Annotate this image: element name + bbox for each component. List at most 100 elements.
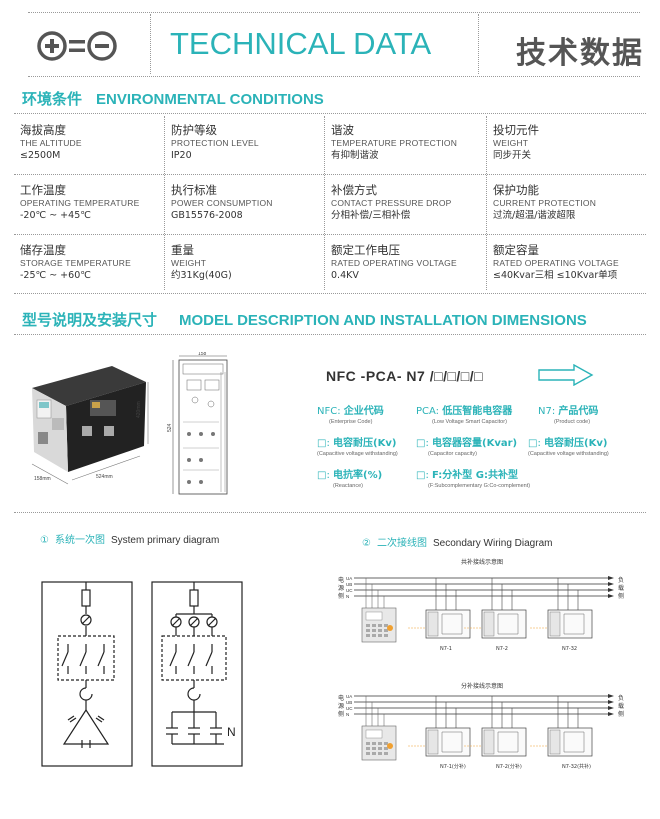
- top-controller-key: [378, 624, 382, 627]
- top-unit-panel: [483, 611, 495, 637]
- env-rule-4: [14, 293, 646, 294]
- bottom-phase-label: UC: [346, 706, 353, 711]
- top-controller-key: [366, 624, 370, 627]
- top-dotted-rule: [28, 12, 640, 13]
- page-title-cn: 技术数据: [516, 36, 644, 71]
- top-right-label: 侧: [618, 592, 624, 600]
- top-right-label: 载: [618, 584, 624, 592]
- bottom-unit-label: N7-2(分补): [496, 763, 522, 770]
- bottom-right-label: 负: [618, 694, 624, 702]
- header-divider-left: [150, 14, 151, 74]
- model-item-voltage-1: □: 电容耐压(Kv) (Capacitive voltage withstan…: [317, 438, 398, 457]
- env-col-rule-3: [486, 116, 487, 290]
- bottom-bus-arrow: [608, 712, 614, 716]
- top-unit-body: [497, 613, 519, 635]
- arrow-right-icon: [538, 364, 594, 386]
- dim-side-c: 158mm: [34, 476, 51, 482]
- bottom-controller-key: [384, 747, 388, 750]
- top-unit-body: [441, 613, 463, 635]
- bottom-unit-label: N7-32(共补): [562, 763, 591, 770]
- top-phase-label: UB: [346, 582, 352, 587]
- top-bus-arrow: [608, 594, 614, 598]
- model-item-n7: N7: 产品代码 (Product code): [538, 406, 599, 425]
- dim-front-h: 524: [167, 423, 173, 432]
- bottom-phase-label: UA: [346, 694, 352, 699]
- bottom-controller-key: [366, 742, 370, 745]
- bottom-bus-arrow: [608, 700, 614, 704]
- top-controller-key: [384, 624, 388, 627]
- env-rule-2: [14, 174, 646, 175]
- bottom-left-label: 电: [338, 694, 344, 702]
- top-controller-key: [366, 634, 370, 637]
- top-controller-key: [372, 624, 376, 627]
- top-unit-panel: [549, 611, 561, 637]
- top-unit-label: N7-1: [440, 646, 452, 652]
- neutral-label: N: [227, 725, 236, 739]
- top-unit-label: N7-32: [562, 646, 577, 652]
- bottom-bus-arrow: [608, 694, 614, 698]
- top-bus-arrow: [608, 582, 614, 586]
- header-divider-right: [478, 14, 479, 74]
- top-bus-arrow: [608, 576, 614, 580]
- front-dimension-drawing: 158 524: [167, 352, 228, 495]
- bottom-unit-panel: [549, 729, 561, 755]
- model-item-reactance: □: 电抗率(%) (Reactance): [317, 470, 383, 489]
- top-controller-key: [378, 634, 382, 637]
- diagram-rule: [14, 512, 646, 513]
- top-phase-label: UC: [346, 588, 353, 593]
- env-rule-3: [14, 234, 646, 235]
- top-controller-key: [384, 634, 388, 637]
- top-bus-arrow: [608, 588, 614, 592]
- bottom-controller-key: [378, 752, 382, 755]
- bottom-controller-key: [366, 747, 370, 750]
- model-item-voltage-2: □: 电容耐压(Kv) (Capacitive voltage withstan…: [528, 438, 609, 457]
- env-col-rule-1: [164, 116, 165, 290]
- bottom-unit-body: [497, 731, 519, 753]
- bottom-right-label: 载: [618, 702, 624, 710]
- model-rule: [14, 334, 646, 335]
- top-phase-label: N: [346, 594, 349, 599]
- bottom-unit-label: N7-1(分补): [440, 763, 466, 770]
- bottom-controller-key: [372, 752, 376, 755]
- bottom-unit-panel: [483, 729, 495, 755]
- env-col-rule-2: [324, 116, 325, 290]
- bottom-controller-key: [366, 752, 370, 755]
- top-unit-label: N7-2: [496, 646, 508, 652]
- top-left-label: 电: [338, 576, 344, 584]
- model-item-type: □: F:分补型 G:共补型 (F:Subcomplementary G:Co-…: [416, 470, 531, 489]
- bottom-controller-key: [378, 747, 382, 750]
- bottom-controller-key: [384, 752, 388, 755]
- bottom-phase-label: UB: [346, 700, 352, 705]
- system-primary-diagram: N: [41, 581, 243, 767]
- model-item-capacity: □: 电容器容量(Kvar) (Capacitor capacity): [416, 438, 518, 457]
- top-controller-key: [372, 629, 376, 632]
- page-title-en: TECHNICAL DATA: [170, 26, 432, 61]
- top-left-label: 源: [338, 584, 344, 592]
- bottom-left-label: 侧: [338, 710, 344, 718]
- header-dotted-rule: [28, 76, 640, 77]
- bottom-right-label: 侧: [618, 710, 624, 718]
- top-left-label: 侧: [338, 592, 344, 600]
- model-item-nfc: NFC: 企业代码 (Enterprise Code): [317, 406, 384, 425]
- env-rule-1: [14, 113, 646, 114]
- top-wiring-title: 共补接线示意图: [461, 558, 503, 566]
- top-controller-key: [372, 634, 376, 637]
- top-right-label: 负: [618, 576, 624, 584]
- bottom-unit-body: [441, 731, 463, 753]
- bottom-left-label: 源: [338, 702, 344, 710]
- top-unit-panel: [427, 611, 439, 637]
- model-code: NFC -PCA- N7 /□/□/□/□: [326, 368, 484, 384]
